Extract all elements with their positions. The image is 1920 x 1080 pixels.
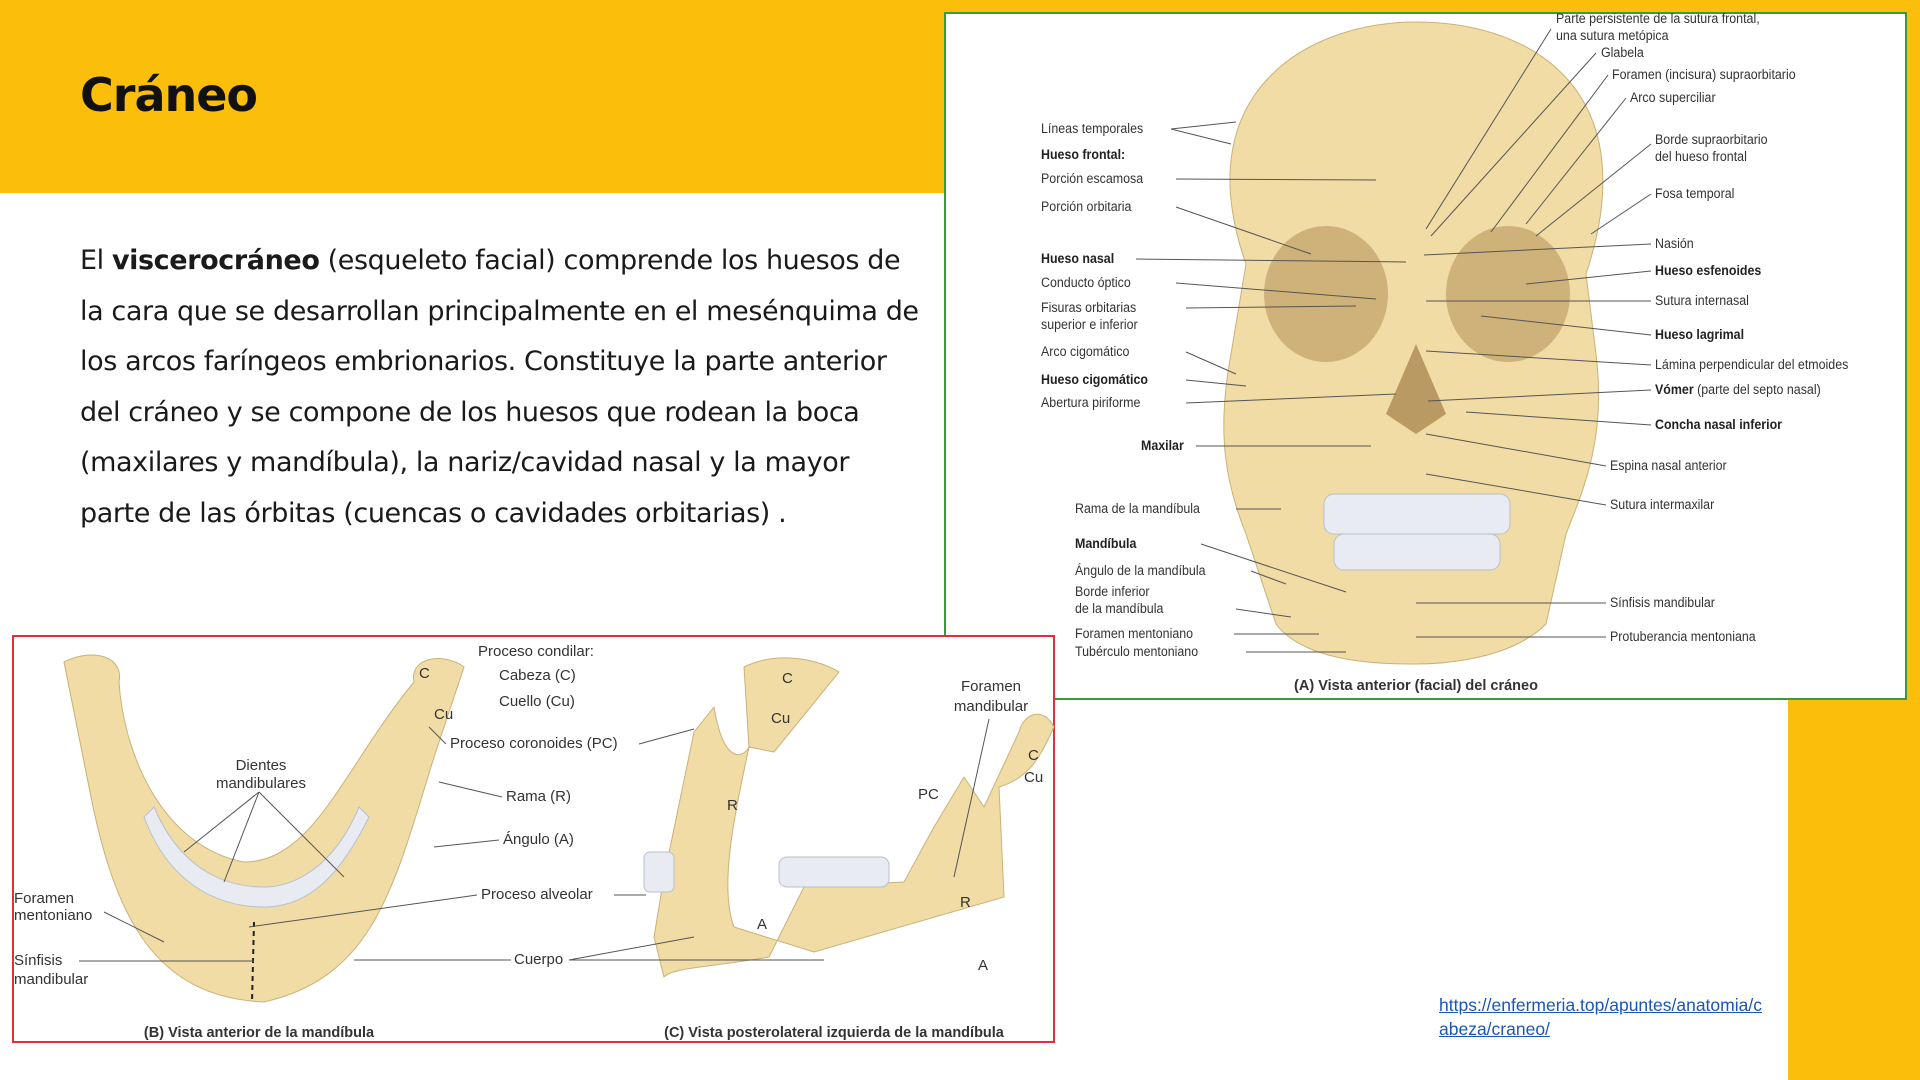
label-dientes: Dientes: [235, 757, 287, 774]
letter-a: A: [757, 916, 768, 933]
label-proceso-alveolar: Proceso alveolar: [481, 886, 593, 903]
label-foramen-mandibular: Foramen: [960, 678, 1022, 695]
label-borde-inferior-2: de la mandíbula: [1075, 601, 1164, 616]
label-cuerpo: Cuerpo: [514, 951, 564, 968]
label-dientes-2: mandibulares: [215, 775, 307, 792]
label-glabela: Glabela: [1601, 45, 1644, 60]
label-tuberculo-mentoniano: Tubérculo mentoniano: [1075, 644, 1199, 659]
label-fisuras-orbitarias-2: superior e inferior: [1041, 317, 1138, 332]
label-rama: Rama (R): [506, 788, 572, 805]
label-lamina-perpendicular: Lámina perpendicular del etmoides: [1655, 357, 1849, 372]
label-hueso-nasal: Hueso nasal: [1041, 251, 1115, 266]
label-proceso-coronoides: Proceso coronoides (PC): [450, 735, 618, 752]
label-porcion-orbitaria: Porción orbitaria: [1041, 199, 1132, 214]
label-hueso-cigomatico: Hueso cigomático: [1041, 372, 1148, 387]
body-paragraph: El viscerocráneo (esqueleto facial) comp…: [80, 236, 920, 539]
mandible-illustration: [63, 654, 1055, 1003]
para-text: El: [80, 245, 112, 276]
letter-cu: Cu: [434, 706, 454, 723]
label-concha-nasal: Concha nasal inferior: [1655, 417, 1783, 432]
label-conducto-optico: Conducto óptico: [1041, 275, 1131, 290]
label-angulo: Ángulo (A): [503, 831, 574, 848]
letter-cu: Cu: [1024, 769, 1044, 786]
label-angulo-mandibula: Ángulo de la mandíbula: [1075, 563, 1206, 578]
label-cuello: Cuello (Cu): [499, 693, 575, 710]
label-sinfisis: Sínfisis: [14, 952, 63, 969]
label-nasion: Nasión: [1655, 236, 1694, 251]
letter-r: R: [960, 894, 971, 911]
label-vomer: Vómer (parte del septo nasal): [1655, 382, 1821, 398]
label-sinfisis-mandibular: Sínfisis mandibular: [1610, 595, 1715, 610]
label-vomer-bold: Vómer: [1655, 382, 1694, 397]
label-hueso-lagrimal: Hueso lagrimal: [1655, 327, 1745, 342]
skull-caption: (A) Vista anterior (facial) del cráneo: [1294, 678, 1538, 694]
label-fosa-temporal: Fosa temporal: [1655, 186, 1735, 201]
label-vomer-note: (parte del septo nasal): [1697, 382, 1821, 397]
letter-pc: PC: [918, 786, 939, 803]
label-borde-inferior: Borde inferior: [1075, 584, 1150, 599]
mandible-caption-c: (C) Vista posterolateral izquierda de la…: [664, 1025, 1004, 1041]
mandible-figure: Proceso condilar: Cabeza (C) Cuello (Cu)…: [12, 635, 1055, 1043]
label-cabeza: Cabeza (C): [499, 667, 576, 684]
letter-c: C: [1028, 747, 1039, 764]
source-link[interactable]: https://enfermeria.top/apuntes/anatomia/…: [1439, 995, 1762, 1039]
label-foramen-mentoniano-2: mentoniano: [14, 907, 93, 924]
label-protuberancia-mentoniana: Protuberancia mentoniana: [1610, 629, 1756, 644]
letter-r: R: [727, 797, 738, 814]
label-espina-nasal: Espina nasal anterior: [1610, 458, 1727, 473]
label-lineas-temporales: Líneas temporales: [1041, 121, 1144, 136]
label-foramen-supraorbitario: Foramen (incisura) supraorbitario: [1612, 67, 1796, 82]
para-text: (esqueleto facial) comprende los huesos …: [80, 245, 919, 529]
skull-figure: Líneas temporales Hueso frontal: Porción…: [944, 11, 1907, 700]
label-hueso-frontal: Hueso frontal:: [1041, 147, 1126, 162]
label-sinfisis-2: mandibular: [14, 971, 89, 988]
label-fisuras-orbitarias: Fisuras orbitarias: [1041, 300, 1137, 315]
letter-cu: Cu: [771, 710, 791, 727]
label-foramen-mentoniano: Foramen mentoniano: [1075, 626, 1194, 641]
label-sutura-frontal-2: una sutura metópica: [1556, 28, 1669, 43]
label-rama-mandibula: Rama de la mandíbula: [1075, 501, 1200, 516]
label-maxilar: Maxilar: [1141, 438, 1184, 453]
label-foramen-mandibular-2: mandibular: [953, 698, 1029, 715]
letter-a: A: [978, 957, 989, 974]
label-sutura-frontal: Parte persistente de la sutura frontal,: [1556, 11, 1760, 26]
label-arco-cigomatico: Arco cigomático: [1041, 344, 1130, 359]
letter-c: C: [782, 670, 793, 687]
label-hueso-esfenoides: Hueso esfenoides: [1655, 263, 1762, 278]
label-sutura-intermaxilar: Sutura intermaxilar: [1610, 497, 1715, 512]
label-foramen-mentoniano: Foramen: [14, 890, 75, 907]
label-abertura-piriforme: Abertura piriforme: [1041, 395, 1141, 410]
label-borde-supraorbitario: Borde supraorbitario: [1655, 132, 1768, 147]
label-borde-supraorbitario-2: del hueso frontal: [1655, 149, 1747, 164]
slide-title: Cráneo: [80, 68, 258, 122]
label-arco-superciliar: Arco superciliar: [1630, 90, 1716, 105]
label-porcion-escamosa: Porción escamosa: [1041, 171, 1144, 186]
label-sutura-internasal: Sutura internasal: [1655, 293, 1749, 308]
skull-illustration: [1135, 21, 1652, 665]
label-proceso-condilar: Proceso condilar:: [478, 643, 594, 660]
mandible-caption-b: (B) Vista anterior de la mandíbula: [143, 1025, 375, 1041]
letter-c: C: [419, 665, 430, 682]
label-mandibula: Mandíbula: [1075, 536, 1137, 551]
para-bold: viscerocráneo: [111, 245, 320, 276]
